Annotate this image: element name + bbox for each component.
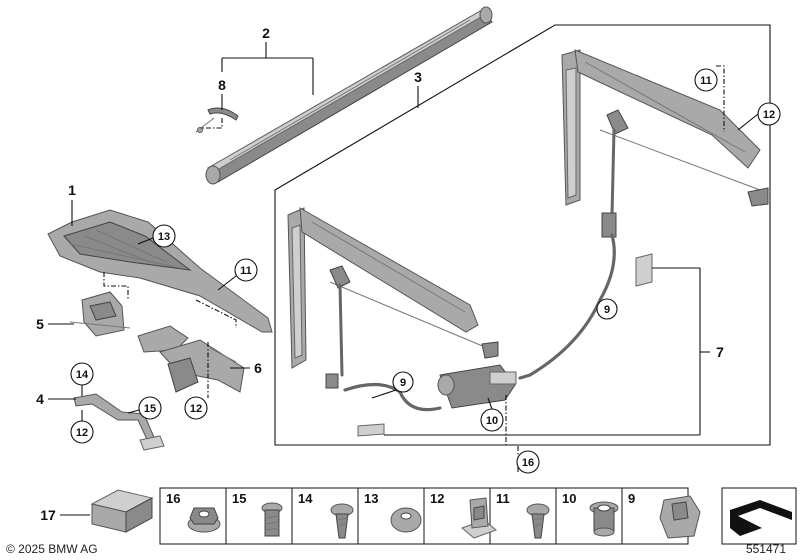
callout-5: 5	[36, 316, 44, 332]
drive-cable-left[interactable]	[343, 382, 442, 412]
mounting-bracket-part-5[interactable]	[69, 291, 131, 337]
copyright-text: © 2025 BMW AG	[6, 542, 98, 556]
right-guide-rail-part[interactable]	[561, 49, 769, 207]
callout-12-top: 12	[763, 109, 775, 121]
callout-1: 1	[68, 182, 76, 198]
bushing-icon	[589, 501, 619, 537]
callout-14: 14	[76, 369, 89, 381]
strip-label-14: 14	[298, 491, 313, 506]
right-scissor-arm-part[interactable]	[601, 109, 629, 238]
strip-label-10: 10	[562, 491, 576, 506]
bracket-part-6[interactable]	[137, 325, 245, 393]
nut-icon	[390, 507, 422, 533]
callout-2: 2	[262, 25, 270, 41]
callout-12-mid: 12	[190, 403, 202, 415]
callout-8: 8	[218, 77, 226, 93]
callout-7: 7	[716, 344, 724, 360]
parts-symbol-icon	[730, 500, 792, 536]
callout-11-left: 11	[240, 265, 252, 277]
diagram-id: 551471	[746, 542, 786, 556]
screw-icon-11	[526, 503, 550, 539]
left-scissor-arm-part[interactable]	[325, 265, 351, 389]
strip-label-16: 16	[166, 491, 180, 506]
callout-9-right: 9	[604, 304, 610, 316]
strip-label-12: 12	[430, 491, 444, 506]
strip-label-13: 13	[364, 491, 378, 506]
callout-13: 13	[158, 231, 170, 243]
bracket-part-7-left[interactable]	[357, 423, 385, 437]
box-part-17[interactable]	[90, 489, 154, 533]
left-guide-rail-part[interactable]	[287, 207, 499, 369]
flange-nut-icon	[187, 507, 221, 533]
clip-nut-icon	[461, 497, 497, 539]
bolt-icon	[261, 502, 283, 537]
strip-label-9: 9	[628, 491, 635, 506]
callout-16: 16	[522, 457, 534, 469]
cable-clip-icon	[659, 495, 701, 539]
frame-panel-part-1[interactable]	[47, 209, 273, 333]
bracket-part-7-right[interactable]	[635, 253, 653, 287]
small-parts-strip: 16 15 14 13 12 11 10 9	[159, 487, 797, 545]
callout-15: 15	[144, 403, 156, 415]
drive-motor-part[interactable]	[437, 364, 517, 409]
callout-6: 6	[254, 360, 262, 376]
callout-17: 17	[40, 507, 56, 523]
callout-9-left: 9	[400, 377, 406, 389]
callout-11-top: 11	[700, 75, 712, 87]
screw-icon	[330, 503, 354, 539]
assembly-3-frame	[274, 24, 771, 446]
clip-part-8[interactable]	[195, 107, 239, 133]
strip-label-15: 15	[232, 491, 246, 506]
callout-12-left: 12	[76, 427, 88, 439]
strip-label-11: 11	[496, 491, 510, 506]
callout-4: 4	[36, 391, 44, 407]
callout-10: 10	[486, 415, 498, 427]
callout-3: 3	[414, 69, 422, 85]
strap-bracket-part-4[interactable]	[73, 393, 165, 451]
roller-blind-tube-part[interactable]	[205, 6, 493, 185]
parts-cell-11[interactable]	[489, 487, 557, 545]
